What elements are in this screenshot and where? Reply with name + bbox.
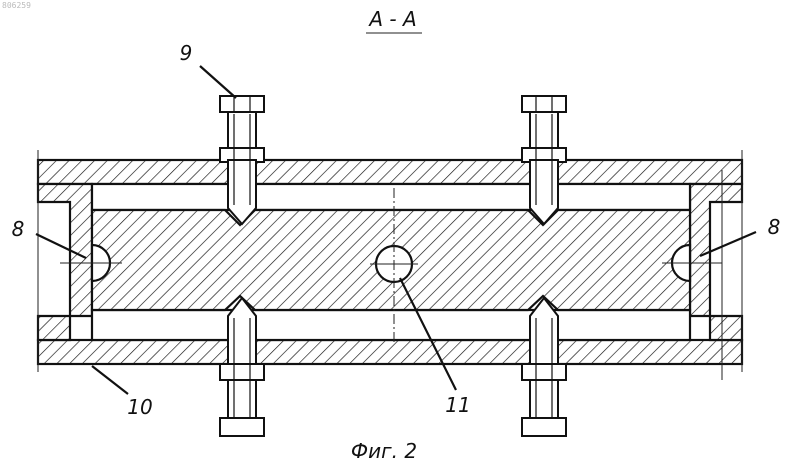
lower-gap (92, 310, 690, 340)
label-side-hole-left: 8 (12, 217, 25, 241)
right-side-wall (690, 184, 742, 340)
leader-base-plate (92, 366, 128, 394)
figure-caption: Фиг. 2 (351, 439, 417, 463)
upper-gap (92, 184, 690, 210)
label-base-plate: 10 (127, 395, 152, 419)
leader-bolt (200, 66, 236, 98)
section-title: А - А (367, 7, 416, 31)
base-plate (38, 340, 742, 364)
label-bolt: 9 (180, 41, 193, 65)
left-side-wall (38, 184, 92, 340)
label-center-hole: 11 (445, 393, 470, 417)
top-cover-plate (38, 160, 742, 184)
label-side-hole-right: 8 (768, 215, 781, 239)
